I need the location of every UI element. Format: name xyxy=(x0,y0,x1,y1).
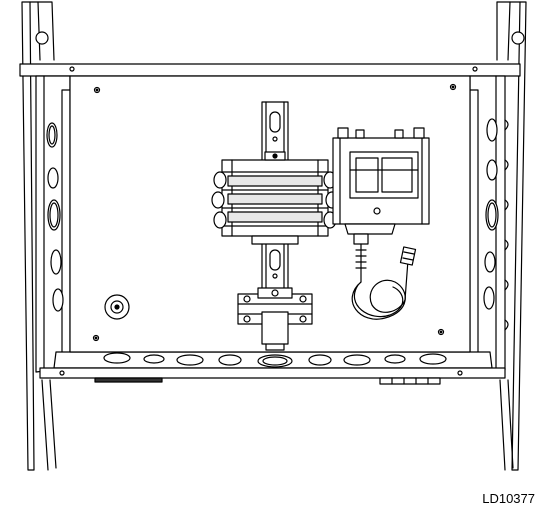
ground-lug xyxy=(105,295,129,319)
pressure-switch xyxy=(333,128,429,244)
capillary-tube xyxy=(352,244,415,319)
enclosure-frame xyxy=(20,2,526,470)
terminal-block-stack xyxy=(212,152,338,244)
relay-base xyxy=(238,288,312,350)
figure-id-label: LD10377 xyxy=(482,491,535,506)
